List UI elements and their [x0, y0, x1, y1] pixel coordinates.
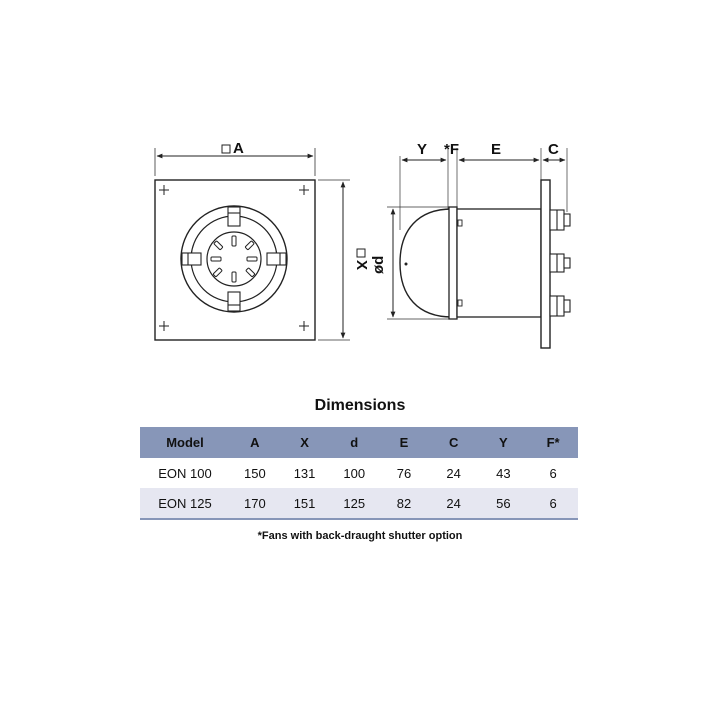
table-row: EON 125 170 151 125 82 24 56 6: [140, 488, 578, 520]
shutter-ring: [448, 206, 458, 320]
cell-e: 82: [379, 488, 429, 520]
cell-model: EON 125: [140, 488, 230, 520]
column-header-e: E: [379, 427, 429, 458]
mounting-flange: [540, 179, 551, 349]
column-header-a: A: [230, 427, 280, 458]
motor-body: [456, 208, 542, 318]
dimension-e-label: E: [491, 141, 501, 158]
dimension-c-label: C: [548, 141, 559, 158]
dimension-y-label: Y: [417, 141, 427, 158]
side-view: Y *F E C ød: [370, 141, 571, 349]
cell-d: 125: [329, 488, 380, 520]
cell-d: 100: [343, 465, 366, 481]
dimension-d-label: ød: [370, 256, 387, 274]
hub-slots: [210, 235, 258, 283]
outer-ring: [180, 205, 288, 313]
front-view: A: [154, 140, 370, 341]
column-header-y: Y: [478, 427, 529, 458]
column-header-x: X: [279, 427, 330, 458]
cell-y: 56: [478, 488, 529, 520]
column-header-c: C: [428, 427, 479, 458]
grille-tabs: [181, 206, 287, 312]
footnote: *Fans with back-draught shutter option: [257, 530, 463, 542]
inner-ring: [190, 215, 278, 303]
hub-circle: [206, 231, 262, 287]
column-header-f: F*: [528, 427, 578, 458]
cell-f: 6: [549, 465, 557, 481]
cell-model: EON 100: [158, 465, 212, 481]
table-header-row: Model A X d E C Y F*: [140, 427, 578, 458]
spigot-connectors: [549, 209, 571, 317]
dimension-x-label: X: [353, 260, 370, 270]
cell-e: 76: [396, 465, 412, 481]
front-dome: [399, 208, 453, 318]
column-header-d: d: [329, 427, 380, 458]
front-plate: [154, 179, 316, 341]
corner-screws: [159, 185, 309, 331]
dimensions-title: Dimensions: [314, 397, 406, 414]
dimension-f-label: *F: [444, 141, 459, 158]
dimensions-table: Model A X d E C Y F* EON 100 150 131 100…: [140, 427, 578, 520]
square-symbol-a: [221, 144, 231, 154]
cell-x: 131: [293, 465, 316, 481]
dimension-a-label: A: [233, 140, 244, 157]
cell-y: 43: [496, 465, 511, 481]
table-row: EON 100 150 131 100 76 24 43 6: [140, 458, 578, 488]
cell-c: 24: [446, 465, 461, 481]
cell-x: 151: [279, 488, 330, 520]
column-header-model: Model: [140, 427, 230, 458]
cell-f: 6: [528, 488, 578, 520]
square-symbol-x: [356, 248, 366, 258]
cell-a: 170: [230, 488, 280, 520]
cell-a: 150: [244, 465, 266, 481]
cell-c: 24: [428, 488, 479, 520]
